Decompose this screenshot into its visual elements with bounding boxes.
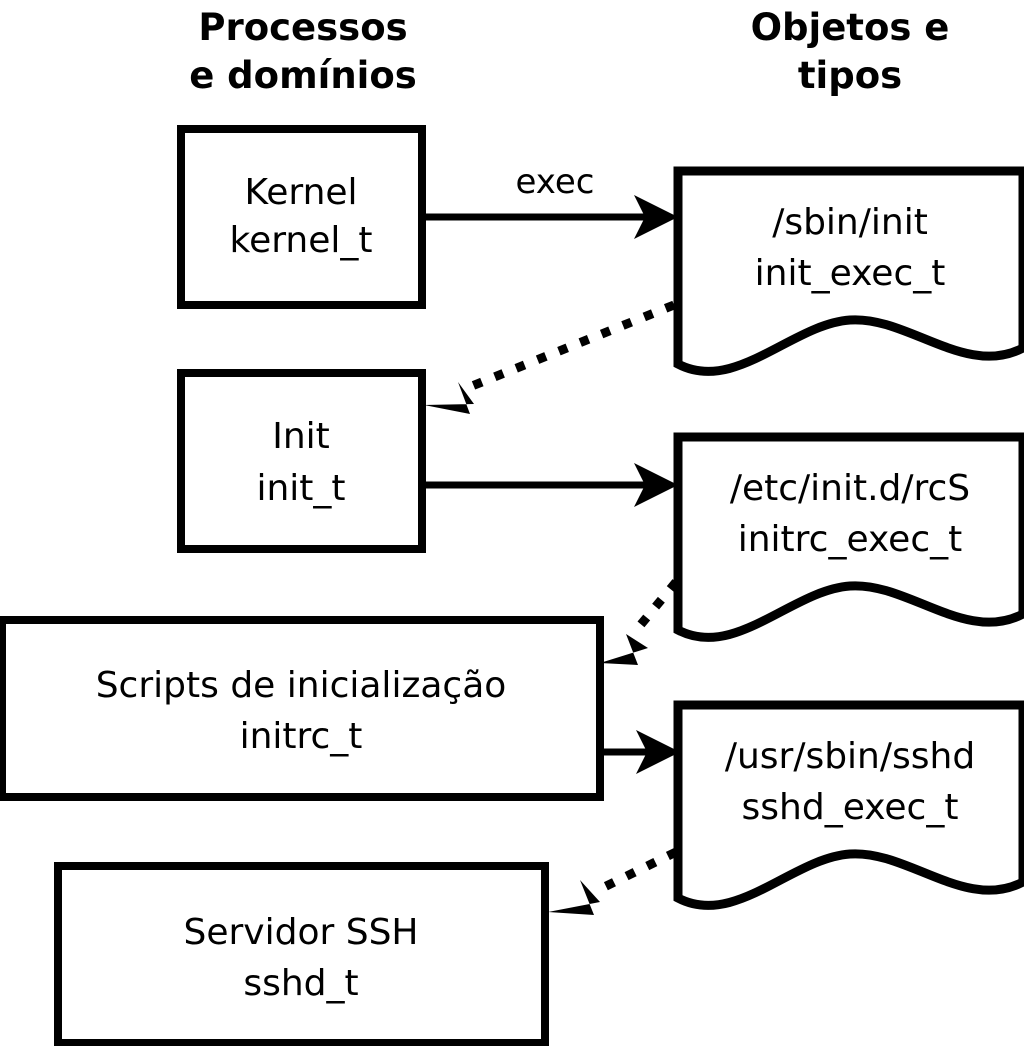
edge-init-to-initrc-exec-arrowhead [634,463,678,507]
process-node-kernel-line2: kernel_t [230,220,373,261]
edge-initrc-exec-to-initrc-arrowhead [600,634,648,665]
object-node-initrc-exec-line2: initrc_exec_t [738,519,963,560]
process-node-initrc-line2: initrc_t [240,716,363,757]
process-node-sshd-line1: Servidor SSH [183,912,418,953]
column-title-objects-line1: Objetos e [751,6,950,49]
object-node-init-exec-doc-shape[interactable] [673,166,1024,376]
object-node-init-exec-line1: /sbin/init [772,202,928,243]
edge-init-to-initrc-exec [422,463,678,507]
process-node-sshd[interactable]: Servidor SSH sshd_t [54,862,549,1046]
object-node-sshd-exec-line1: /usr/sbin/sshd [725,736,975,777]
process-node-kernel-rect[interactable] [177,125,426,309]
process-node-sshd-rect[interactable] [54,862,549,1046]
column-title-objects: Objetos e tipos [751,6,950,97]
object-node-init-exec-line2: init_exec_t [755,253,946,294]
edge-sshd-exec-to-sshd-line [592,847,678,897]
edge-init-exec-to-init-arrowhead [424,382,474,414]
edge-init-exec-to-init-line [460,300,676,395]
edge-kernel-to-init-exec-arrowhead [634,195,678,239]
edge-label-exec: exec [515,162,594,202]
edge-initrc-exec-to-initrc [600,579,680,665]
process-node-initrc[interactable]: Scripts de inicialização initrc_t [0,616,604,801]
process-node-initrc-line1: Scripts de inicialização [96,665,507,706]
object-node-sshd-exec-line2: sshd_exec_t [742,787,959,828]
column-title-processes-line1: Processos [198,6,407,49]
process-node-init[interactable]: Init init_t [177,369,426,553]
process-node-init-line2: init_t [256,468,345,509]
process-node-init-line1: Init [272,416,330,457]
process-node-kernel-line1: Kernel [244,172,357,213]
object-node-init-exec[interactable]: /sbin/init init_exec_t [673,166,1024,376]
edge-initrc-to-sshd-exec-arrowhead [636,730,680,774]
process-node-init-rect[interactable] [177,369,426,553]
column-title-processes: Processos e domínios [189,6,417,97]
column-title-processes-line2: e domínios [189,54,417,97]
edge-sshd-exec-to-sshd [548,847,678,915]
column-title-objects-line2: tipos [798,54,902,97]
object-node-sshd-exec[interactable]: /usr/sbin/sshd sshd_exec_t [673,700,1024,910]
process-node-kernel[interactable]: Kernel kernel_t [177,125,426,309]
edge-sshd-exec-to-sshd-arrowhead [548,880,600,915]
edge-initrc-exec-to-initrc-line [634,579,680,631]
process-node-initrc-rect[interactable] [0,616,604,801]
process-node-sshd-line2: sshd_t [243,963,358,1004]
object-node-sshd-exec-doc-shape[interactable] [673,700,1024,910]
edge-initrc-to-sshd-exec [600,730,680,774]
edge-init-exec-to-init [424,300,676,414]
edge-kernel-to-init-exec: exec [422,162,678,239]
object-node-initrc-exec[interactable]: /etc/init.d/rcS initrc_exec_t [673,432,1024,642]
object-node-initrc-exec-line1: /etc/init.d/rcS [730,468,970,509]
object-node-initrc-exec-doc-shape[interactable] [673,432,1024,642]
